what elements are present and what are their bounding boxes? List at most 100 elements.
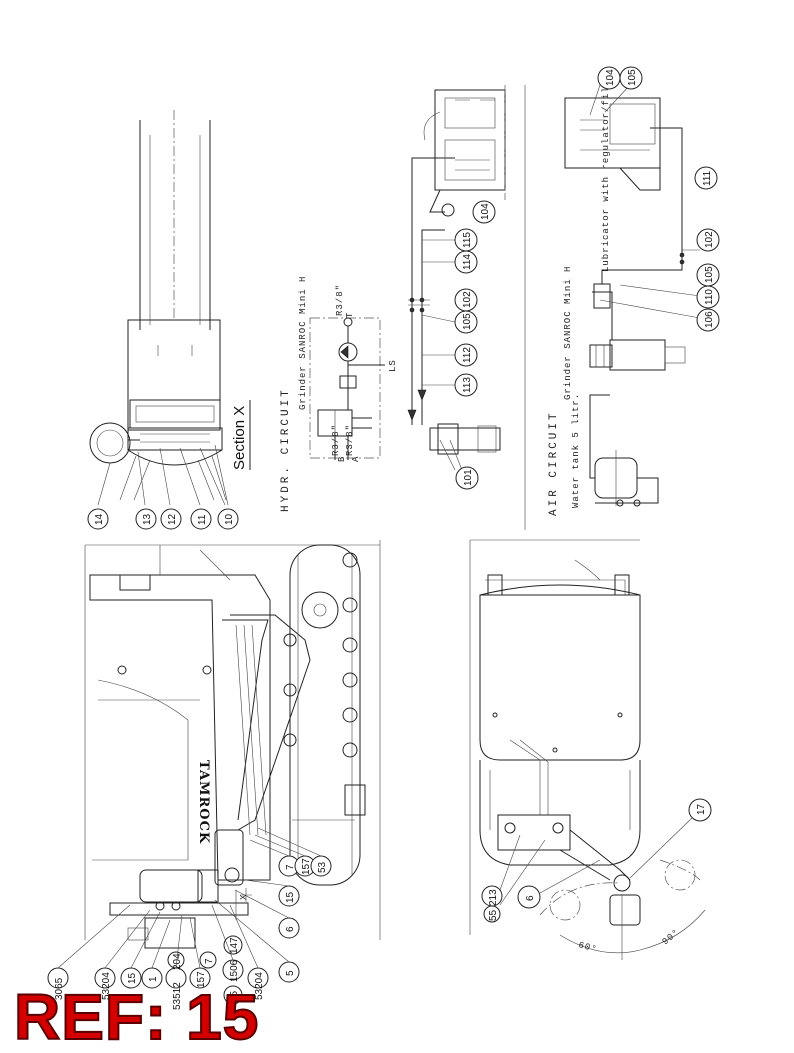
section-x-title: Section X (231, 406, 248, 470)
stack-label-53204-a: 53204 (94, 967, 116, 1000)
stack-label-1506: 1506 (222, 959, 244, 982)
svg-text:5: 5 (285, 970, 296, 976)
stack-label-147: 147 (223, 935, 243, 955)
svg-text:111: 111 (702, 170, 713, 186)
callout-110: 110 (696, 285, 720, 309)
svg-text:102: 102 (704, 231, 715, 248)
callout-102-air: 102 (696, 228, 720, 252)
letter-a: A (351, 456, 361, 462)
callout-53: 53 (310, 855, 332, 877)
callout-105-air-top: 105 (619, 66, 643, 90)
svg-text:7: 7 (204, 958, 215, 964)
machine-top-view: 60° 90° (469, 539, 706, 960)
svg-text:53204: 53204 (101, 972, 112, 1000)
callout-104-hydr: 104 (472, 200, 496, 224)
svg-text:1: 1 (148, 976, 159, 982)
svg-text:105: 105 (704, 266, 715, 283)
svg-text:10: 10 (224, 513, 235, 525)
svg-text:13: 13 (142, 513, 153, 525)
svg-text:110: 110 (704, 289, 715, 305)
svg-text:17: 17 (696, 803, 707, 815)
stack-label-7: 7 (199, 951, 217, 969)
svg-text:53204: 53204 (254, 972, 265, 1000)
main-callouts-right: 17 6 55 213 (481, 798, 712, 923)
svg-text:104: 104 (605, 69, 616, 86)
air-device-label: Grinder SANROC Mini H (563, 266, 573, 400)
callout-115: 115 (454, 228, 478, 252)
hydraulic-circuit: HYDR. CIRCUIT Grinder SANROC Mini H R3/8… (280, 276, 398, 512)
stack-label-157: 157 (189, 967, 211, 989)
main-callouts-left: 7 157 53 15 6 5 (278, 855, 332, 983)
left-stack-callouts: 3065 53204 15 1 53512 204 157 7 55 1506 … (47, 935, 269, 1010)
machine-side-view: TAMROCK (84, 540, 381, 949)
callout-213: 213 (481, 885, 503, 907)
stack-leader-lines: X (57, 890, 259, 969)
callout-102: 102 (454, 288, 478, 312)
svg-text:114: 114 (462, 254, 473, 270)
svg-text:105: 105 (627, 69, 638, 86)
callout-106: 106 (696, 308, 720, 332)
leader-lines-right (499, 817, 693, 906)
air-circuit-title: AIR CIRCUIT (548, 410, 560, 516)
brand-logo: TAMROCK (196, 760, 211, 844)
svg-text:113: 113 (462, 377, 473, 393)
callout-17: 17 (688, 798, 712, 822)
water-tank-label: Water tank 5 litr. (571, 393, 581, 508)
stack-label-55: 55 (223, 985, 243, 1005)
svg-text:55: 55 (229, 990, 240, 1002)
svg-text:6: 6 (285, 926, 296, 932)
svg-text:147: 147 (229, 937, 240, 954)
callout-5: 5 (278, 961, 300, 983)
callout-55: 55 (483, 905, 501, 923)
callout-111: 111 (694, 166, 718, 190)
callout-104-air: 104 (597, 66, 621, 90)
svg-text:157: 157 (196, 971, 207, 988)
svg-text:53: 53 (317, 861, 328, 873)
port-a-label: R3/8" (345, 424, 355, 456)
angle-90: 90° (661, 927, 682, 947)
section-marker: X (239, 894, 249, 900)
svg-text:11: 11 (197, 514, 208, 525)
section-x-detail: Section X (89, 108, 251, 506)
callout-14: 14 (87, 508, 109, 530)
section-x-callouts: 14 13 12 11 10 (87, 508, 239, 530)
callout-12: 12 (160, 508, 182, 530)
svg-text:115: 115 (462, 232, 473, 248)
callout-105: 105 (454, 310, 478, 334)
hydraulic-hoses (407, 85, 506, 471)
svg-text:106: 106 (704, 311, 715, 328)
svg-text:3065: 3065 (54, 977, 65, 1000)
callout-11: 11 (190, 508, 212, 530)
svg-text:15: 15 (285, 891, 296, 903)
svg-text:15: 15 (127, 972, 138, 984)
svg-text:101: 101 (463, 469, 474, 486)
air-circuit: AIR CIRCUIT Water tank 5 litr. Grinder S… (548, 67, 701, 516)
hydr-callouts: 101 113 112 105 102 114 115 104 (454, 200, 496, 490)
svg-text:12: 12 (167, 513, 178, 525)
letter-b: B (337, 456, 347, 462)
svg-text:6: 6 (525, 895, 536, 901)
hydr-device-label: Grinder SANROC Mini H (298, 276, 308, 410)
callout-6-right: 6 (517, 885, 541, 909)
callout-6-left: 6 (278, 917, 300, 939)
leader-lines-left (214, 827, 322, 963)
angle-60: 60° (577, 940, 598, 955)
ref-label: REF: 15 (13, 981, 260, 1053)
port-b-label: R3/8" (331, 424, 341, 456)
svg-text:112: 112 (462, 347, 473, 363)
svg-text:102: 102 (462, 291, 473, 308)
svg-text:157: 157 (301, 858, 312, 875)
svg-text:213: 213 (488, 889, 499, 906)
letter-t: T (345, 312, 355, 318)
hydr-circuit-title: HYDR. CIRCUIT (280, 387, 292, 512)
callout-101: 101 (455, 466, 479, 490)
svg-text:104: 104 (480, 203, 491, 220)
callout-13: 13 (135, 508, 157, 530)
callout-112: 112 (454, 343, 478, 367)
svg-text:14: 14 (94, 513, 105, 525)
svg-text:1506: 1506 (229, 959, 240, 982)
port-t-size: R3/8" (335, 284, 345, 316)
letter-ls: LS (388, 359, 398, 372)
callout-10: 10 (217, 508, 239, 530)
